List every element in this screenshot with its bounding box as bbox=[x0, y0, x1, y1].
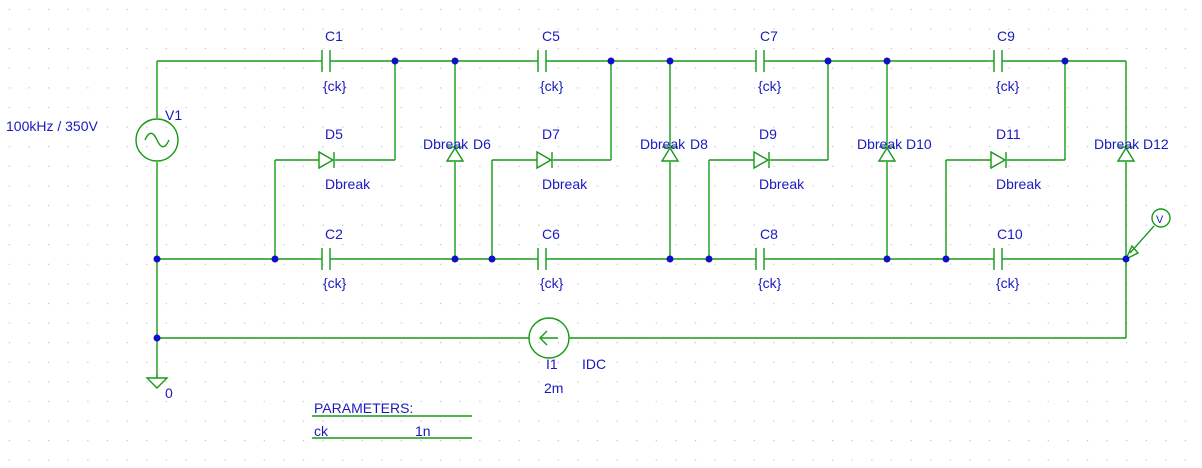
junction-dot bbox=[391, 57, 399, 65]
capacitor-c10[interactable] bbox=[989, 248, 1007, 270]
ground-label: 0 bbox=[165, 385, 173, 401]
capacitor-value: {ck} bbox=[323, 78, 347, 94]
junction-dot bbox=[666, 255, 674, 263]
capacitor-value: {ck} bbox=[758, 275, 782, 291]
junction-dot bbox=[488, 255, 496, 263]
parameter-name: ck bbox=[314, 423, 329, 439]
parameter-value: 1n bbox=[415, 423, 431, 439]
diode-label: D12 bbox=[1143, 136, 1169, 152]
junction-dot bbox=[153, 334, 161, 342]
junction-dot bbox=[705, 255, 713, 263]
junction-dot bbox=[451, 255, 459, 263]
ground-symbol[interactable] bbox=[145, 375, 169, 389]
capacitor-value: {ck} bbox=[996, 275, 1020, 291]
diode-d8[interactable] bbox=[660, 146, 680, 162]
junction-dot bbox=[883, 57, 891, 65]
capacitor-label: C2 bbox=[325, 226, 343, 242]
diode-d5[interactable] bbox=[318, 150, 335, 170]
voltage-probe[interactable] bbox=[1124, 208, 1171, 261]
diode-model: Dbreak bbox=[996, 176, 1042, 192]
diode-d6[interactable] bbox=[445, 146, 465, 162]
junction-dot bbox=[451, 57, 459, 65]
diode-model: Dbreak bbox=[759, 176, 805, 192]
junction-dot bbox=[824, 57, 832, 65]
source-value: 100kHz / 350V bbox=[6, 118, 98, 134]
diode-label: D6 bbox=[473, 136, 491, 152]
capacitor-value: {ck} bbox=[323, 275, 347, 291]
source-label: V1 bbox=[165, 107, 182, 123]
junction-dot bbox=[271, 255, 279, 263]
diode-label: D11 bbox=[996, 126, 1021, 142]
capacitor-c6[interactable] bbox=[533, 248, 551, 270]
capacitor-label: C1 bbox=[325, 28, 343, 44]
junction-dot bbox=[942, 255, 950, 263]
capacitor-value: {ck} bbox=[996, 78, 1020, 94]
diode-label: D9 bbox=[759, 126, 777, 142]
labels: C1 {ck} C5 {ck} C7 {ck} C9 {ck} C2 {ck} … bbox=[6, 28, 1169, 439]
dc-current-source-i1[interactable] bbox=[528, 317, 570, 359]
capacitor-label: C10 bbox=[997, 226, 1023, 242]
capacitor-c2[interactable] bbox=[317, 248, 335, 270]
diode-d12[interactable] bbox=[1116, 146, 1136, 162]
junction-dot bbox=[666, 57, 674, 65]
diode-label: D5 bbox=[325, 126, 343, 142]
capacitor-c1[interactable] bbox=[317, 50, 335, 72]
source-label: I1 bbox=[546, 356, 558, 372]
diode-model: Dbreak bbox=[857, 136, 903, 152]
capacitor-c7[interactable] bbox=[751, 50, 769, 72]
capacitor-c5[interactable] bbox=[533, 50, 551, 72]
diode-model: Dbreak bbox=[423, 136, 469, 152]
wires bbox=[156, 60, 1127, 378]
source-value: 2m bbox=[544, 380, 563, 396]
diode-model: Dbreak bbox=[325, 176, 371, 192]
capacitor-label: C7 bbox=[760, 28, 778, 44]
capacitor-label: C6 bbox=[542, 226, 560, 242]
diode-d11[interactable] bbox=[990, 150, 1007, 170]
diode-model: Dbreak bbox=[542, 176, 588, 192]
junction-dot bbox=[1122, 255, 1130, 263]
diode-label: D8 bbox=[690, 136, 708, 152]
parameters-block[interactable] bbox=[312, 415, 472, 439]
junctions bbox=[153, 57, 1130, 342]
capacitor-value: {ck} bbox=[540, 78, 564, 94]
junction-dot bbox=[607, 57, 615, 65]
capacitor-value: {ck} bbox=[758, 78, 782, 94]
capacitor-label: C8 bbox=[760, 226, 778, 242]
capacitor-c8[interactable] bbox=[751, 248, 769, 270]
diode-label: D7 bbox=[542, 126, 560, 142]
parameters-title: PARAMETERS: bbox=[314, 400, 413, 416]
diode-d10[interactable] bbox=[877, 146, 897, 162]
diode-d7[interactable] bbox=[536, 150, 553, 170]
source-type: IDC bbox=[582, 356, 606, 372]
diode-d9[interactable] bbox=[753, 150, 770, 170]
diode-model: Dbreak bbox=[1094, 136, 1140, 152]
junction-dot bbox=[1061, 57, 1069, 65]
diode-label: D10 bbox=[906, 136, 932, 152]
capacitor-label: C9 bbox=[997, 28, 1015, 44]
capacitor-c9[interactable] bbox=[989, 50, 1007, 72]
ac-voltage-source-v1[interactable] bbox=[135, 118, 179, 162]
capacitor-label: C5 bbox=[542, 28, 560, 44]
capacitor-value: {ck} bbox=[540, 275, 564, 291]
junction-dot bbox=[883, 255, 891, 263]
probe-label: V bbox=[1156, 214, 1164, 226]
diode-model: Dbreak bbox=[640, 136, 686, 152]
junction-dot bbox=[153, 255, 161, 263]
